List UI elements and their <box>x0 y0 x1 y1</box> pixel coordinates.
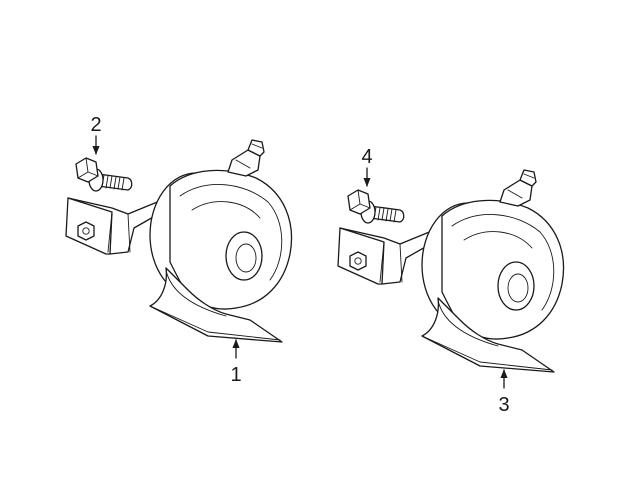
horn-right <box>337 169 565 373</box>
callout-label-1: 1 <box>230 364 241 386</box>
callout-label-4: 4 <box>361 146 372 168</box>
callout-label-3: 3 <box>498 394 509 416</box>
bolt-right <box>347 189 405 224</box>
bolt-left <box>75 157 133 192</box>
callout-label-2: 2 <box>90 114 101 136</box>
